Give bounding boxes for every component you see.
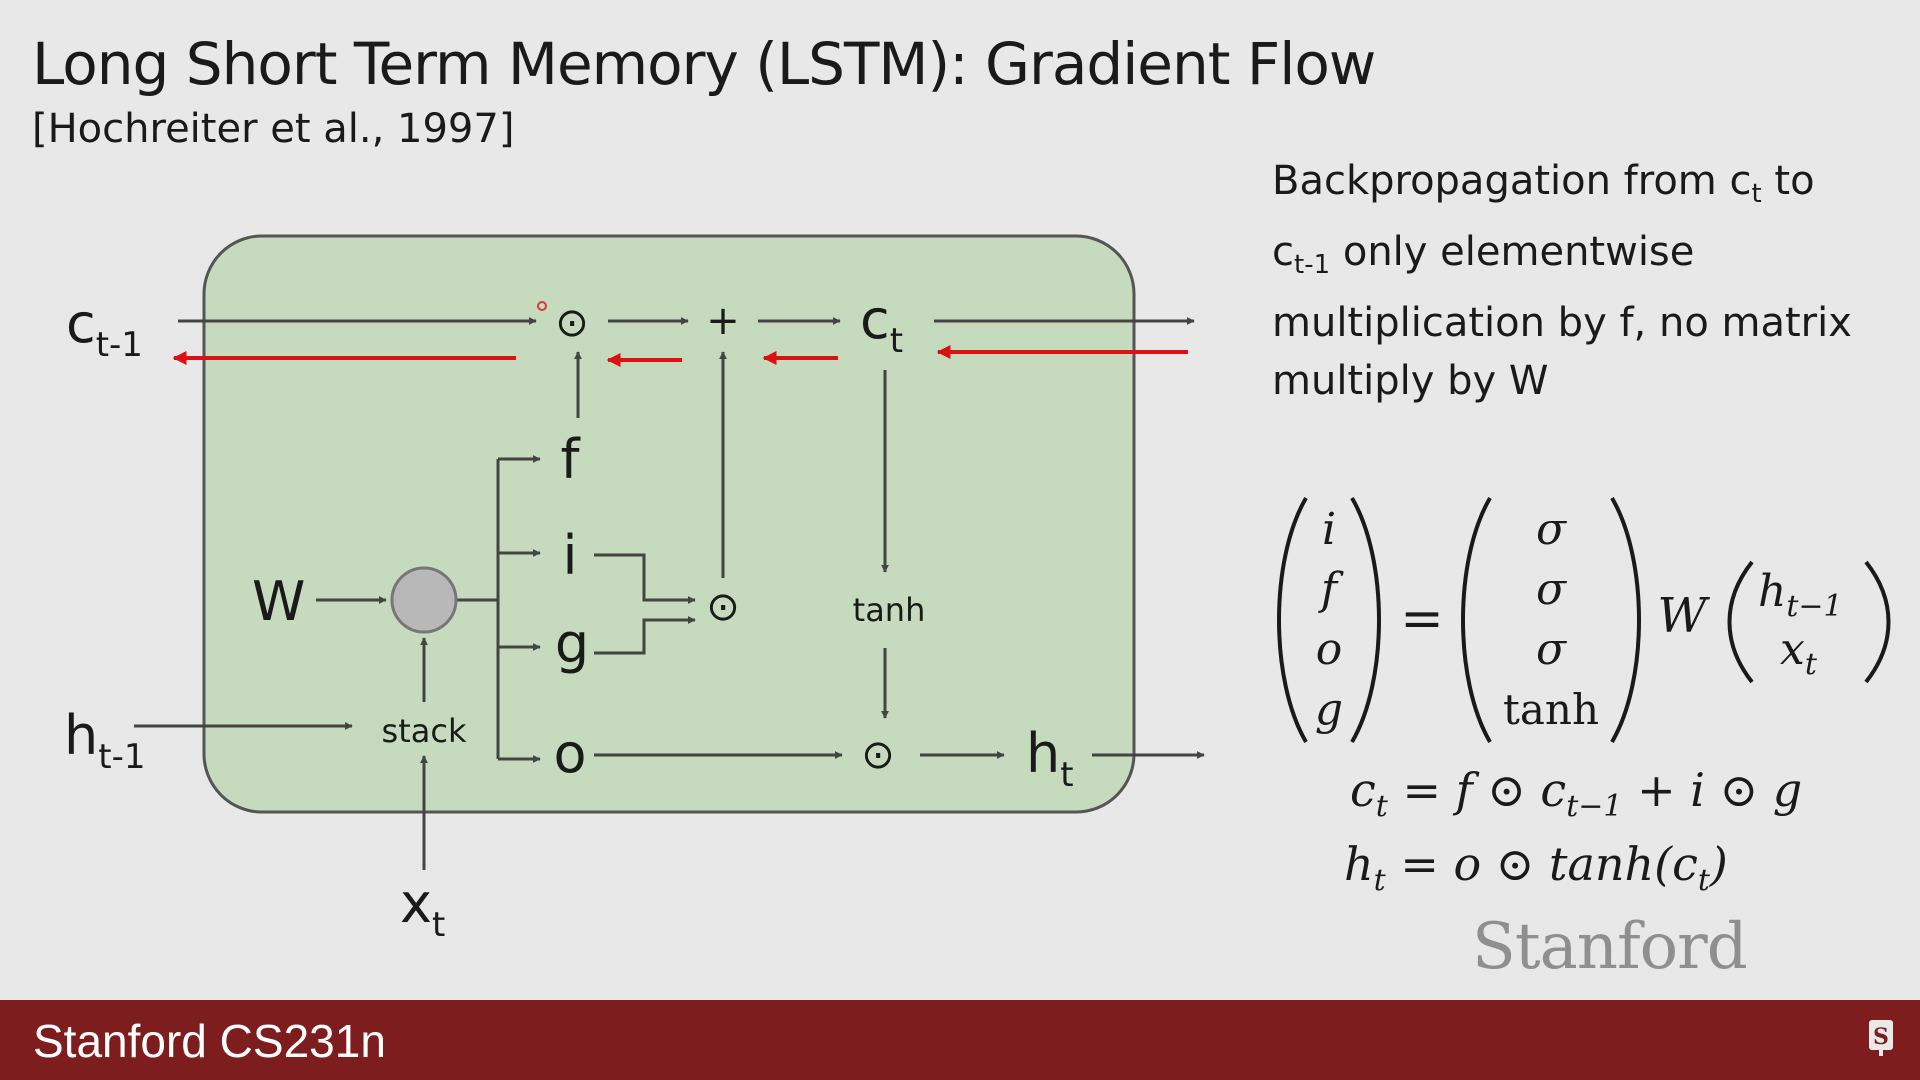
- w-label: W: [252, 570, 305, 633]
- citation: [Hochreiter et al., 1997]: [32, 106, 515, 152]
- gradient-note: Backpropagation from ct to ct-1 only ele…: [1272, 152, 1872, 410]
- mult-f-operator: ⊙: [555, 300, 589, 346]
- c-prev-label: ct-1: [66, 292, 143, 365]
- h-prev-label: ht-1: [64, 704, 145, 777]
- matmul-node: [390, 566, 458, 634]
- footer-bar: Stanford CS231n S: [0, 1000, 1920, 1080]
- mult-o-operator: ⊙: [861, 732, 895, 778]
- vec-left-3: g: [1315, 684, 1343, 735]
- gate-f-label: f: [560, 428, 581, 491]
- arrow-i-to-mult: [594, 553, 696, 604]
- vec-right-open-paren: [1727, 560, 1754, 684]
- arrow-g-to-mult: [594, 616, 696, 655]
- hidden-update-equation: ht = o ⊙ tanh(ct): [1344, 837, 1728, 898]
- vec-right-0: ht−1: [1758, 566, 1843, 624]
- lstm-cell-box: [202, 234, 1136, 814]
- equals-sign: =: [1400, 589, 1444, 649]
- vec-mid-0: σ: [1536, 504, 1568, 555]
- cell-update-equation: ct = f ⊙ ct−1 + i ⊙ g: [1350, 763, 1802, 824]
- x-t-label: xt: [400, 872, 445, 945]
- gate-o-label: o: [553, 722, 586, 785]
- vec-mid-open-paren: [1461, 496, 1492, 744]
- tanh-label: tanh: [853, 591, 926, 629]
- note-line-1: Backpropagation from ct to: [1272, 158, 1815, 209]
- footer-course-title: Stanford CS231n: [33, 1015, 386, 1067]
- vec-left-open-paren: [1277, 496, 1308, 744]
- stanford-watermark: Stanford: [1472, 910, 1748, 984]
- plus-operator: +: [706, 298, 740, 344]
- c-t-label: ct: [860, 288, 903, 361]
- mult-ig-operator: ⊙: [706, 584, 740, 630]
- gradient-arrows: [172, 345, 1188, 367]
- vec-left-2: o: [1316, 624, 1343, 675]
- gate-i-label: i: [562, 524, 577, 587]
- vec-left-close-paren: [1350, 496, 1381, 744]
- gate-equation: i f o g = σ σ σ tanh W ht−1 xt: [1277, 496, 1891, 744]
- cursor-dot: [537, 301, 547, 311]
- note-line-4: multiply by W: [1272, 358, 1549, 404]
- lstm-diagram: ⊙ + ⊙ ⊙ f i g o tanh stack W ct-1 ct ht-…: [64, 234, 1891, 945]
- svg-text:S: S: [1873, 1024, 1889, 1050]
- vec-mid-2: σ: [1536, 624, 1568, 675]
- vec-left-0: i: [1322, 504, 1336, 555]
- vec-mid-3: tanh: [1503, 685, 1599, 734]
- h-t-label: ht: [1026, 722, 1074, 795]
- note-line-2: ct-1 only elementwise: [1272, 229, 1695, 280]
- stanford-tree-logo-icon: S: [1869, 1020, 1893, 1056]
- slide-title: Long Short Term Memory (LSTM): Gradient …: [32, 30, 1376, 98]
- eq-w-label: W: [1657, 588, 1710, 644]
- vec-right-close-paren: [1864, 560, 1891, 684]
- forward-arrows: [134, 317, 1205, 870]
- vec-mid-close-paren: [1610, 496, 1641, 744]
- note-line-3: multiplication by f, no matrix: [1272, 300, 1852, 346]
- vec-left-1: f: [1318, 564, 1344, 615]
- vec-right-1: xt: [1780, 624, 1818, 682]
- gate-g-label: g: [555, 612, 589, 675]
- vec-mid-1: σ: [1536, 564, 1568, 615]
- stack-label: stack: [382, 712, 467, 750]
